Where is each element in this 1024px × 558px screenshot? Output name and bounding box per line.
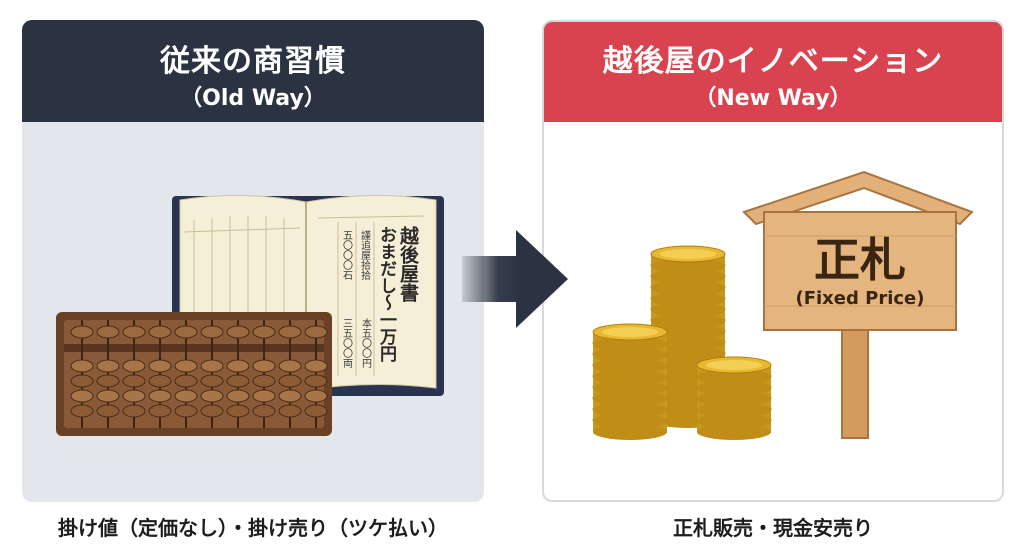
arrow-right-icon — [462, 230, 568, 328]
new-way-caption: 正札販売・現金安売り — [673, 516, 873, 540]
new-way-subtitle: （New Way） — [694, 86, 852, 111]
new-way-header: 越後屋のイノベーション （New Way） — [544, 22, 1002, 122]
sign-main-text: 正札 — [814, 233, 906, 287]
ledger-text-1: 越後屋書 — [397, 225, 420, 303]
ledger-text-5: 五〇〇〇石 — [341, 230, 353, 280]
abacus-icon — [56, 312, 332, 436]
sign-sub-text: (Fixed Price) — [795, 288, 924, 309]
ledger-text-4: 本五〇〇円 — [360, 317, 372, 369]
ledger-text-2: おまだし〜一万円 — [376, 226, 398, 363]
new-way-title: 越後屋のイノベーション — [602, 44, 944, 79]
ledger-text-3: 謹追屋拾拾 — [359, 229, 371, 281]
price-sign-icon — [742, 170, 974, 439]
old-way-subtitle: （Old Way） — [180, 86, 326, 111]
coin-stacks-icon — [592, 245, 772, 440]
old-way-title: 従来の商習慣 — [160, 44, 346, 79]
ledger-text-6: 三五〇〇両 — [341, 318, 353, 369]
old-way-caption: 掛け値（定価なし）・掛け売り（ツケ払い） — [58, 516, 448, 540]
old-way-header: 従来の商習慣 （Old Way） — [22, 20, 484, 122]
